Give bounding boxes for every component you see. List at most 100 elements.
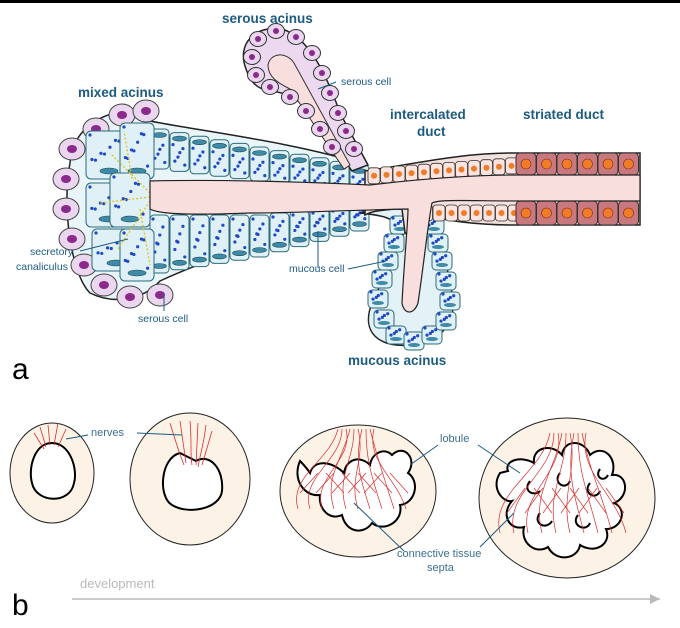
serous-cell xyxy=(261,79,279,95)
label-development: development xyxy=(80,576,155,591)
intercalated-duct-cell xyxy=(467,160,481,178)
intercalated-duct-cell xyxy=(445,204,458,222)
striated-duct-cell xyxy=(577,152,598,176)
serous-cell xyxy=(303,45,321,61)
mucous-cell xyxy=(229,214,250,261)
intercalated-duct-cell xyxy=(457,204,471,222)
pointer-lobule-2 xyxy=(477,444,521,474)
gland-stage-2 xyxy=(129,412,251,546)
label-connective-tissue-septa-line1: connective tissue xyxy=(397,548,482,560)
serous-cell xyxy=(243,49,261,65)
serous-cell xyxy=(281,89,299,105)
serous-acinus xyxy=(242,23,370,172)
panel-letter-a: a xyxy=(12,353,29,386)
intercalated-duct-cell xyxy=(430,162,443,180)
label-intercalated-duct-line2: duct xyxy=(417,124,446,139)
serous-cell xyxy=(58,137,86,161)
gland-stage-4 xyxy=(478,417,656,579)
label-connective-tissue-septa-line2: septa xyxy=(427,562,454,574)
striated-duct-cell xyxy=(577,200,598,226)
mucous-cell xyxy=(403,331,425,351)
serous-cell xyxy=(58,227,86,251)
serous-cell xyxy=(287,29,305,45)
striated-duct-cell xyxy=(618,200,639,226)
mucous-cell xyxy=(371,269,393,289)
lumen xyxy=(149,174,641,313)
mucous-cell xyxy=(189,135,210,175)
striated-duct-cell xyxy=(536,200,557,226)
mucous-cell xyxy=(249,214,270,258)
mucous-cell xyxy=(439,291,461,311)
pointer-canaliculus xyxy=(79,238,129,252)
label-serous-cell-top: serous cell xyxy=(341,76,392,88)
intercalated-duct-cell xyxy=(480,159,493,177)
mucous-cell xyxy=(309,208,330,242)
intercalated-duct-cell xyxy=(367,167,381,185)
pointer-mucous-cell-2 xyxy=(347,260,387,270)
striated-duct-cell xyxy=(597,152,619,176)
striated-duct-cell xyxy=(556,200,578,226)
striated-duct-cell xyxy=(556,152,578,176)
intercalated-duct-cell xyxy=(495,204,508,222)
serous-cell xyxy=(329,105,347,121)
mucous-cell xyxy=(249,146,270,182)
intercalated-duct-cell xyxy=(417,163,431,181)
mucous-cell xyxy=(385,325,407,345)
label-serous-cell-bottom: serous cell xyxy=(138,313,189,325)
pointer-septa-2 xyxy=(479,512,515,548)
serous-cell xyxy=(249,31,267,47)
serous-cell xyxy=(108,103,136,127)
mucous-cell xyxy=(431,251,453,271)
panel-letter-b: b xyxy=(12,589,29,622)
serous-cell xyxy=(337,123,355,139)
serous-cell xyxy=(116,285,144,309)
label-mucous-acinus: mucous acinus xyxy=(348,353,447,368)
label-secretory-canaliculus-line2: canaliculus xyxy=(16,261,68,273)
mucous-cell xyxy=(377,251,399,271)
mixed-acinus-mucous-cells xyxy=(85,122,370,282)
intercalated-duct-cell xyxy=(492,158,506,176)
serous-cell xyxy=(247,67,265,83)
mucous-cell xyxy=(119,122,155,180)
mucous-cell xyxy=(289,210,310,248)
mucous-cell xyxy=(367,289,389,309)
pointer-septa-1 xyxy=(353,502,405,552)
serous-cell xyxy=(267,23,285,39)
intercalated-duct-cell xyxy=(455,161,468,178)
mucous-cell xyxy=(119,228,155,282)
intercalated-duct-cell xyxy=(442,161,456,179)
label-serous-acinus: serous acinus xyxy=(222,11,313,26)
intercalated-duct-cell xyxy=(392,165,406,183)
pointer-serous-cell-top xyxy=(317,81,337,90)
serous-cell xyxy=(321,85,339,101)
serous-cell xyxy=(132,99,160,123)
intercalated-duct-cell xyxy=(482,204,496,222)
intercalated-duct-cell xyxy=(432,204,446,222)
label-striated-duct: striated duct xyxy=(523,107,605,122)
label-nerves: nerves xyxy=(91,427,125,439)
mucous-cell xyxy=(329,206,350,237)
mucous-cell xyxy=(383,233,405,253)
serous-cell xyxy=(146,283,174,307)
striated-duct-cell xyxy=(515,152,537,176)
mucous-cell xyxy=(427,233,449,253)
mucous-cell xyxy=(209,214,230,264)
intercalated-duct-cell xyxy=(405,164,418,182)
label-lobule: lobule xyxy=(440,433,470,445)
mucous-cell xyxy=(435,311,457,331)
mucous-cell xyxy=(435,271,457,291)
pointer-nerves-1 xyxy=(65,434,89,440)
mucous-cell xyxy=(289,153,310,187)
label-secretory-canaliculus-line1: secretory xyxy=(30,246,74,258)
label-mucous-cell: mucous cell xyxy=(289,263,345,275)
mucous-cell xyxy=(169,132,190,172)
mucous-cell xyxy=(209,139,230,177)
panel-b-diagram xyxy=(9,412,660,604)
serous-cell xyxy=(311,121,329,137)
label-mixed-acinus: mixed acinus xyxy=(78,85,164,100)
intercalated-duct-cell xyxy=(380,166,393,184)
striated-duct-cell xyxy=(618,152,639,176)
mucous-cell xyxy=(269,150,290,184)
striated-duct-cell xyxy=(515,200,537,226)
